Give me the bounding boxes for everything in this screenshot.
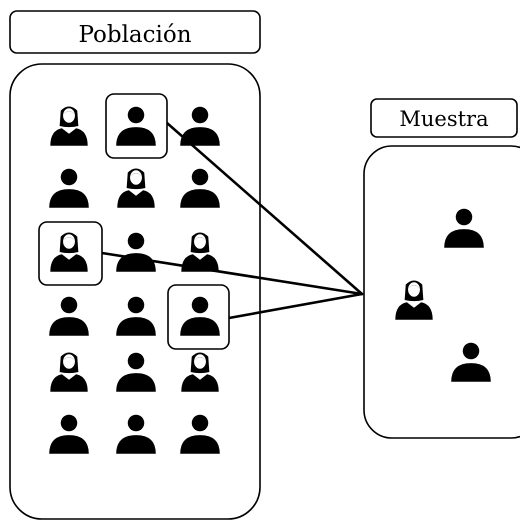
man-icon — [180, 168, 220, 208]
man-icon — [49, 296, 89, 336]
selected-highlight — [167, 284, 230, 350]
population-title-box: Población — [9, 10, 261, 54]
woman-icon — [181, 352, 219, 392]
sample-frame — [363, 145, 520, 439]
selection-line — [227, 292, 364, 320]
woman-icon — [181, 232, 219, 272]
man-icon — [444, 208, 484, 248]
man-icon — [180, 106, 220, 146]
man-icon — [116, 414, 156, 454]
selected-highlight — [38, 221, 103, 286]
woman-icon — [50, 106, 88, 146]
man-icon — [116, 296, 156, 336]
woman-icon — [50, 352, 88, 392]
sample-title-box: Muestra — [370, 98, 518, 138]
population-frame — [9, 63, 261, 520]
man-icon — [180, 414, 220, 454]
population-title: Población — [78, 22, 191, 48]
sample-title: Muestra — [399, 107, 488, 131]
man-icon — [49, 414, 89, 454]
selection-line — [165, 121, 364, 296]
selected-highlight — [105, 93, 168, 159]
woman-icon — [117, 168, 155, 208]
woman-icon — [395, 280, 433, 320]
man-icon — [49, 168, 89, 208]
man-icon — [116, 232, 156, 272]
sample-people — [395, 208, 491, 382]
man-icon — [451, 342, 491, 382]
man-icon — [116, 352, 156, 392]
